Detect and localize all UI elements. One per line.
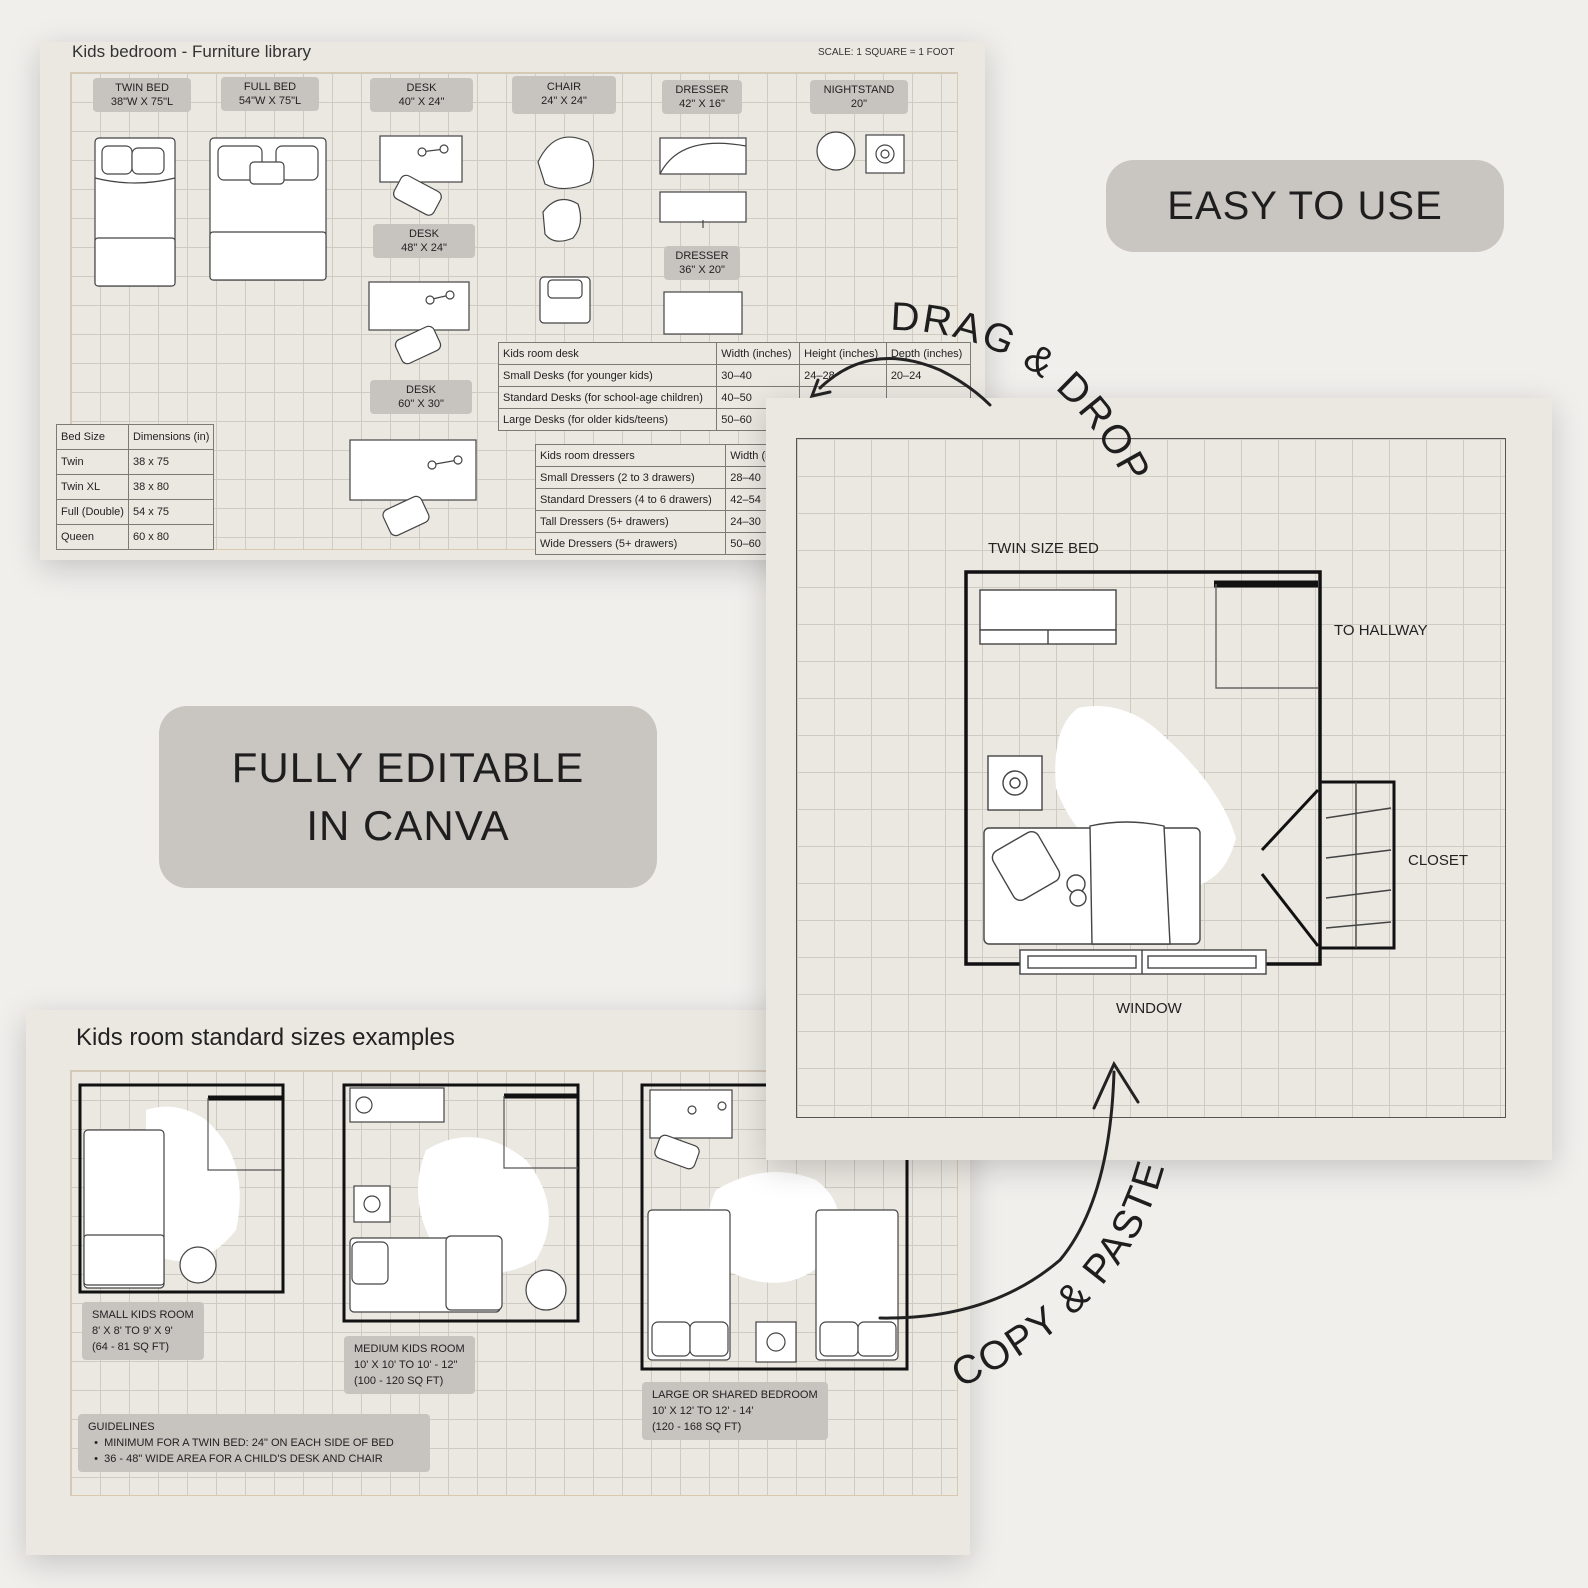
- bed-cell: 54 x 75: [127, 499, 215, 525]
- dresser-cell: Standard Dressers (4 to 6 drawers): [534, 488, 727, 511]
- closet-label: CLOSET: [1408, 852, 1469, 869]
- desk-60-icon: [349, 439, 477, 537]
- twin-bed-icon: [94, 137, 176, 287]
- furniture-library-sheet: Kids bedroom - Furniture library SCALE: …: [40, 42, 985, 560]
- bed-cell: Full (Double): [56, 499, 129, 525]
- dresser-36-icon: [663, 291, 743, 335]
- copy-paste-label: COPY & PASTE: [945, 1155, 1174, 1397]
- floor-plan-sheet: TWIN SIZE BED TO HALLWAY CLOSET WINDOW: [766, 398, 1552, 1160]
- medium-room-plan: [342, 1083, 580, 1323]
- small-room-plan: [78, 1083, 285, 1294]
- dresser-cell: 50–60: [725, 532, 775, 555]
- guideline-item: • MINIMUM FOR A TWIN BED: 24" ON EACH SI…: [88, 1437, 394, 1449]
- window-label: WINDOW: [1116, 1000, 1182, 1017]
- desk-cell: 30–40: [716, 364, 801, 387]
- floor-plan-twin-bed: [983, 821, 1201, 945]
- dresser-cell: 42–54: [725, 488, 775, 511]
- bed-header-2: Dimensions (in): [127, 424, 215, 450]
- dresser-cell: Tall Dressers (5+ drawers): [534, 510, 727, 533]
- drag-drop-label: DRAG & DROP: [890, 295, 1160, 491]
- floor-plan-dresser: [979, 589, 1117, 645]
- floor-plan-closet: [1260, 780, 1396, 950]
- desk-cell: 20–24: [885, 364, 972, 387]
- bed-cell: Twin: [56, 449, 129, 475]
- fully-editable-line-2: IN CANVA: [306, 802, 510, 849]
- hallway-label: TO HALLWAY: [1334, 622, 1428, 639]
- dresser-cell: Wide Dressers (5+ drawers): [534, 532, 727, 555]
- nightstand-icon: [816, 131, 905, 174]
- floor-plan-drawing: [964, 570, 1396, 975]
- dresser-42-icon: [659, 137, 747, 228]
- library-title: Kids bedroom - Furniture library: [72, 42, 312, 61]
- desk-header-3: Height (inches): [799, 342, 887, 365]
- desk-48-icon: [368, 281, 470, 365]
- bed-cell: Queen: [56, 524, 129, 550]
- desk-header-1: Kids room desk: [497, 342, 718, 365]
- easy-to-use-badge: EASY TO USE: [1106, 160, 1504, 252]
- bed-label: TWIN SIZE BED: [988, 540, 1099, 557]
- scale-note: SCALE: 1 SQUARE = 1 FOOT: [818, 47, 955, 58]
- fully-editable-line-1: FULLY EDITABLE: [231, 744, 585, 791]
- desk-cell: 24–28: [799, 364, 887, 387]
- example-room-drawings: [78, 1083, 909, 1371]
- examples-title: Kids room standard sizes examples: [76, 1024, 455, 1051]
- full-bed-icon: [209, 137, 327, 281]
- floor-plan-nightstand: [987, 755, 1043, 811]
- desk-40-icon: [379, 135, 463, 216]
- guidelines-title: GUIDELINES: [88, 1421, 155, 1433]
- bed-cell: Twin XL: [56, 474, 129, 500]
- copy-paste-arrow-icon: [878, 1060, 1140, 1320]
- floor-plan-window: [1019, 949, 1267, 975]
- desk-cell: Large Desks (for older kids/teens): [497, 408, 718, 431]
- easy-to-use-text: EASY TO USE: [1167, 183, 1443, 228]
- guidelines-box: GUIDELINES • MINIMUM FOR A TWIN BED: 24"…: [78, 1414, 430, 1472]
- bed-cell: 60 x 80: [127, 524, 215, 550]
- large-room-plan: [640, 1083, 909, 1371]
- chair-icon: [537, 136, 595, 324]
- drag-drop-arrow-icon: [809, 357, 992, 407]
- guideline-item: • 36 - 48" WIDE AREA FOR A CHILD'S DESK …: [88, 1453, 383, 1465]
- fully-editable-badge: FULLY EDITABLE IN CANVA: [159, 706, 657, 888]
- library-furniture-drawings: [94, 131, 905, 537]
